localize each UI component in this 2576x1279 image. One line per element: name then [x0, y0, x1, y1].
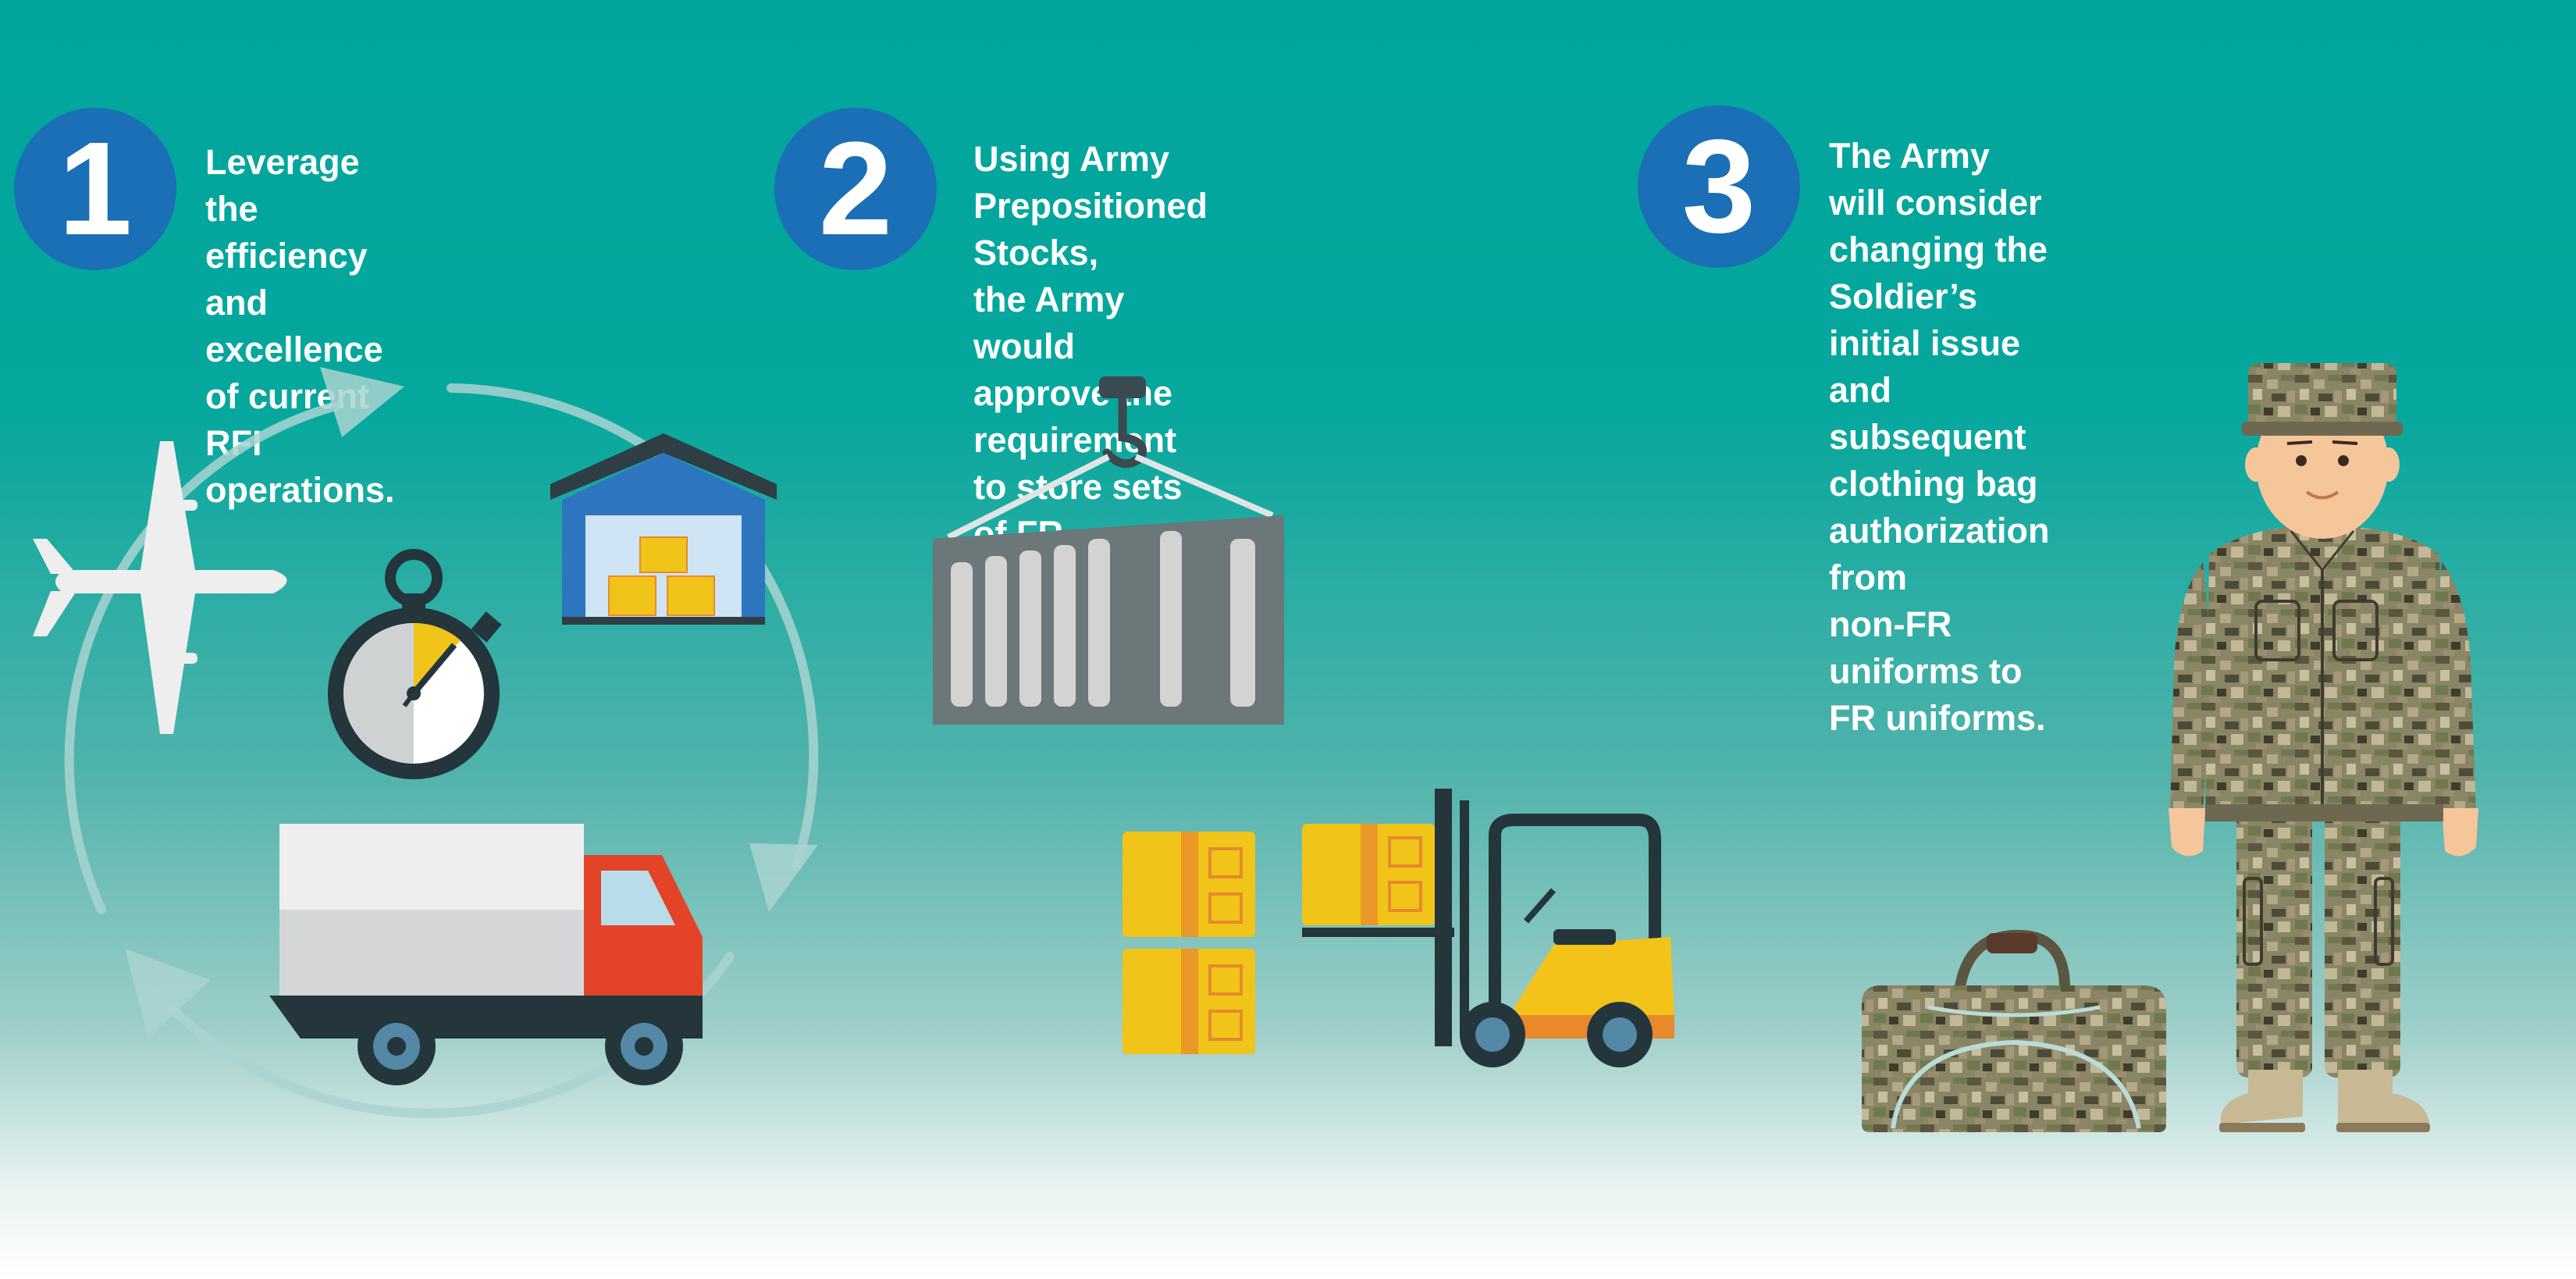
stopwatch-icon: [328, 549, 502, 779]
shipping-container-icon: [933, 515, 1284, 725]
step-3-number-badge: 3: [1638, 105, 1800, 268]
warehouse-icon: [550, 433, 777, 625]
forklift-icon: [1302, 789, 1674, 1067]
cycle-arrowheads: [125, 367, 818, 1039]
step-1-number-badge: 1: [14, 108, 176, 270]
cardboard-box-icon: [1123, 824, 1435, 1054]
soldier-icon: [2169, 363, 2478, 1132]
airplane-icon: [33, 441, 287, 734]
crane-hook-icon: [947, 376, 1274, 540]
step-2-number-badge: 2: [774, 108, 937, 270]
step-1-text: Leverage the efficiency and excellence o…: [205, 142, 395, 510]
step-3-text: The Army will consider changing the Sold…: [1829, 136, 2050, 738]
duffel-bag-icon: [1862, 929, 2166, 1132]
delivery-truck-icon: [269, 824, 703, 1085]
